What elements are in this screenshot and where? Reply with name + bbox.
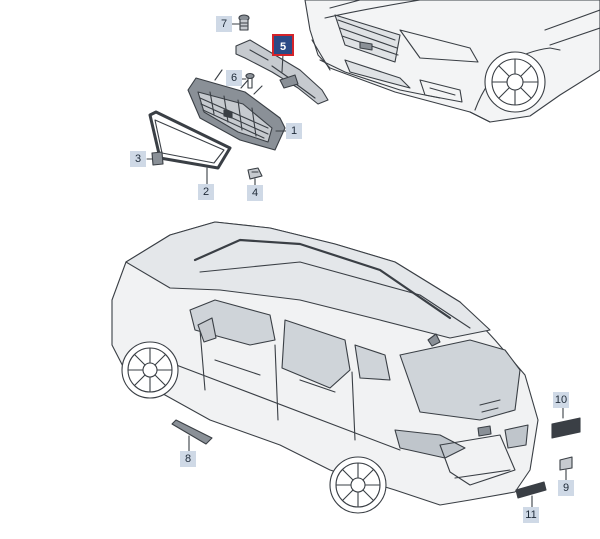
callout-6[interactable]: 6	[226, 70, 242, 86]
callout-1[interactable]: 1	[286, 123, 302, 139]
part-5-bracket	[235, 39, 329, 105]
part-1-grille	[187, 69, 288, 151]
callout-3[interactable]: 3	[130, 151, 146, 167]
callout-11[interactable]: 11	[523, 507, 539, 523]
part-8-moulding	[171, 419, 213, 453]
callout-7[interactable]: 7	[216, 16, 232, 32]
callout-5[interactable]: 5	[272, 34, 294, 56]
car-front-view	[304, 0, 600, 123]
callout-8[interactable]: 8	[180, 451, 196, 467]
callout-2[interactable]: 2	[198, 184, 214, 200]
callout-4[interactable]: 4	[247, 185, 263, 201]
callout-10[interactable]: 10	[553, 392, 569, 408]
car-rear-view	[111, 221, 539, 514]
part-4-retainer	[247, 167, 263, 187]
part-10-tdi-badge	[551, 405, 581, 439]
part-11-lettering	[515, 481, 547, 509]
part-7-rivet	[230, 14, 250, 31]
part-3-clip	[146, 151, 164, 166]
part-2-frame	[148, 110, 232, 186]
part-9-small-badge	[559, 456, 573, 482]
callout-9[interactable]: 9	[558, 480, 574, 496]
